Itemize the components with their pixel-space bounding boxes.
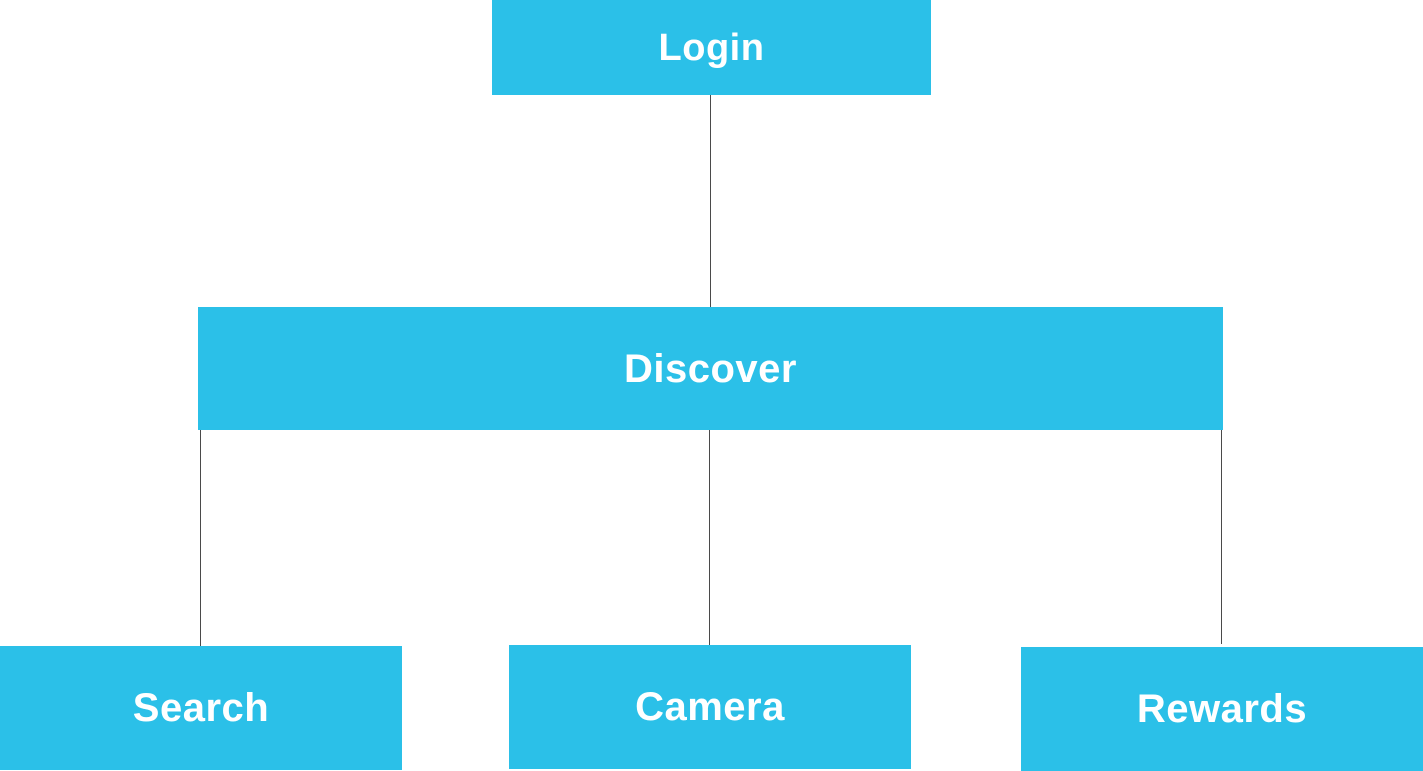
node-search: Search	[0, 646, 402, 770]
node-login: Login	[492, 0, 931, 95]
node-discover-label: Discover	[624, 346, 797, 391]
node-search-label: Search	[132, 686, 270, 730]
connector-discover-search	[200, 430, 201, 646]
node-rewards-label: Rewards	[1136, 687, 1308, 731]
node-login-label: Login	[658, 26, 765, 69]
node-camera-label: Camera	[635, 685, 785, 729]
connector-login-discover	[710, 95, 711, 307]
connector-discover-rewards	[1221, 430, 1222, 644]
node-rewards: Rewards	[1021, 647, 1423, 771]
connector-discover-camera	[709, 430, 710, 645]
node-camera: Camera	[509, 645, 911, 769]
node-discover: Discover	[198, 307, 1223, 430]
